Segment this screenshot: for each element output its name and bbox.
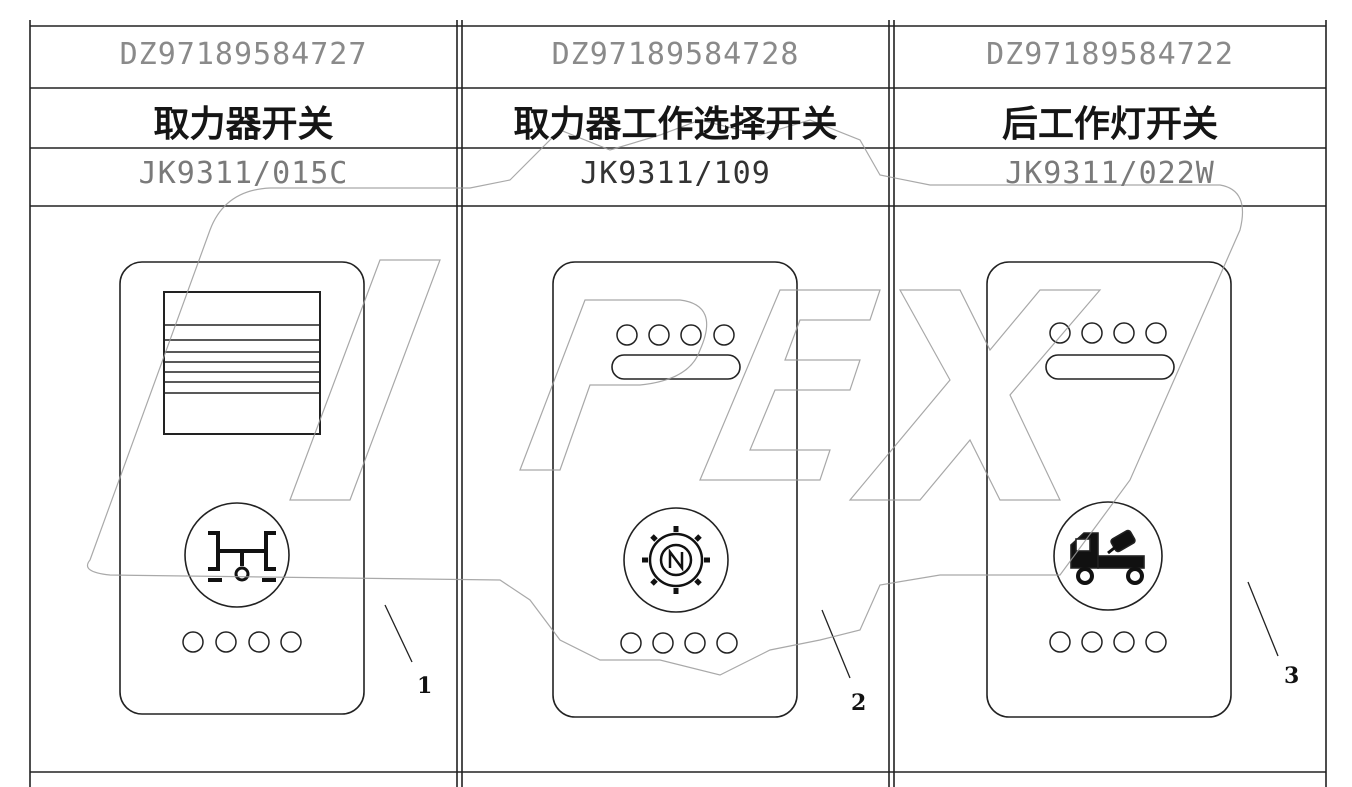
part-no-2: DZ97189584728 (551, 37, 800, 72)
switch-name-3: 后工作灯开关 (1001, 104, 1218, 145)
model-no-2: JK9311/109 (580, 156, 771, 191)
model-no-1: JK9311/015C (138, 156, 349, 191)
switch-name-2: 取力器工作选择开关 (513, 104, 838, 145)
callout-1: 1 (417, 673, 433, 699)
part-no-1: DZ97189584727 (119, 37, 368, 72)
truck-work-light-icon (1070, 529, 1145, 585)
part-no-3: DZ97189584722 (986, 37, 1234, 72)
switch-3 (986, 261, 1279, 718)
callout-3: 3 (1284, 663, 1300, 689)
model-no-3: JK9311/022W (1005, 156, 1215, 191)
switch-name-1: 取力器开关 (153, 104, 334, 145)
callout-2: 2 (851, 690, 867, 716)
pto-icon (208, 531, 276, 582)
switch-1 (119, 261, 413, 715)
switch-2 (552, 261, 851, 718)
gear-neutral-icon (642, 526, 710, 594)
